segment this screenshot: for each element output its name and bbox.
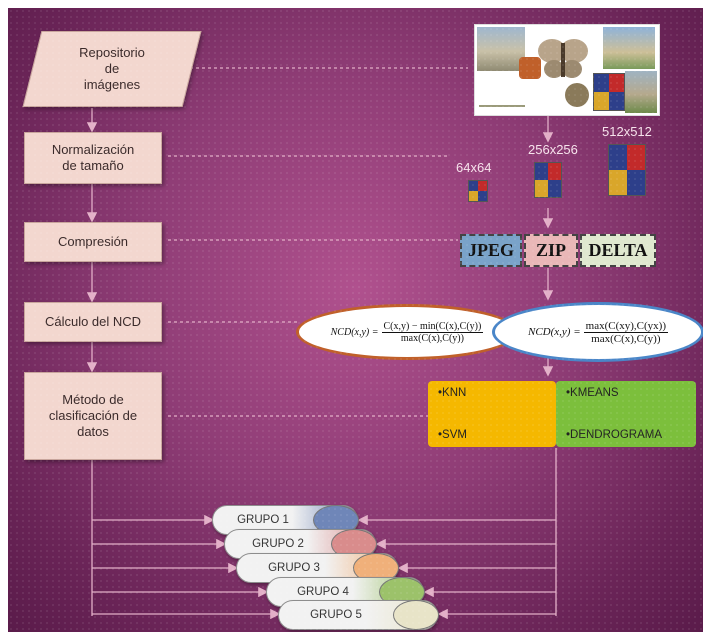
formula-1-denominator: max(C(x),C(y)): [400, 332, 464, 344]
formula-2-fraction: max(C(xy),C(yx)) max(C(x),C(y)): [583, 319, 668, 345]
step-normalization: Normalización de tamaño: [24, 132, 162, 184]
method-kmeans: •KMEANS: [566, 387, 619, 399]
step-ncd: Cálculo del NCD: [24, 302, 162, 342]
compressor-jpeg: JPEG: [460, 234, 522, 267]
compressor-zip: ZIP: [524, 234, 578, 267]
butterfly-image: [537, 37, 589, 81]
shield-512-image: [608, 144, 646, 196]
step-compression: Compresión: [24, 222, 162, 262]
shield-256-image: [534, 162, 562, 198]
step-classification: Método de clasificación de datos: [24, 372, 162, 460]
group-4-label: GRUPO 4: [297, 586, 349, 598]
image-repository-collage: [474, 24, 660, 116]
step-classification-line3: datos: [77, 424, 109, 440]
coat-of-arms-image: [593, 73, 625, 111]
formula-ellipse-2: NCD(x,y) = max(C(xy),C(yx)) max(C(x),C(y…: [492, 302, 703, 362]
formula-ellipse-1: NCD(x,y) = C(x,y) − min(C(x),C(y)) max(C…: [296, 304, 518, 360]
castle-photo: [477, 27, 525, 71]
group-3-label: GRUPO 3: [268, 562, 320, 574]
method-dendrograma: •DENDROGRAMA: [566, 429, 663, 441]
step-repository-line2: de: [104, 60, 120, 76]
unsupervised-methods-box: •KMEANS •DENDROGRAMA: [556, 381, 696, 447]
formula-2-lhs: NCD(x,y) =: [528, 326, 581, 338]
castle-photo: [603, 27, 655, 69]
fish-sketch: [479, 91, 525, 107]
step-classification-line2: clasificación de: [48, 407, 138, 423]
bird-image: [565, 83, 589, 107]
ornament-image: [519, 57, 541, 79]
group-5: GRUPO 5: [278, 600, 439, 630]
step-repository-line3: imágenes: [83, 77, 141, 93]
formula-2-denominator: max(C(x),C(y)): [591, 332, 661, 345]
group-5-label: GRUPO 5: [310, 609, 362, 621]
connector-lines: [86, 67, 557, 620]
size-label-small: 64x64: [456, 160, 492, 175]
step-normalization-line1: Normalización: [51, 141, 135, 157]
formula-1-fraction: C(x,y) − min(C(x),C(y)) max(C(x),C(y)): [381, 320, 484, 344]
compressor-delta: DELTA: [580, 234, 656, 267]
group-1-label: GRUPO 1: [237, 514, 289, 526]
shield-64-image: [468, 180, 488, 202]
group-5-cap: [393, 600, 439, 630]
method-knn: •KNN: [438, 387, 467, 399]
castle-photo: [625, 71, 657, 113]
size-label-medium: 256x256: [528, 142, 578, 157]
diagram-canvas: Repositorio de imágenes Normalización de…: [8, 8, 703, 632]
formula-1-numerator: C(x,y) − min(C(x),C(y)): [381, 320, 484, 333]
step-repository: Repositorio de imágenes: [22, 31, 202, 107]
method-svm: •SVM: [438, 429, 467, 441]
step-classification-line1: Método de: [62, 391, 124, 407]
step-normalization-line2: de tamaño: [62, 158, 124, 173]
formula-1-lhs: NCD(x,y) =: [330, 326, 379, 338]
step-repository-line1: Repositorio: [79, 44, 145, 60]
supervised-methods-box: •KNN •SVM: [428, 381, 556, 447]
group-2-label: GRUPO 2: [252, 538, 304, 550]
step-ncd-label: Cálculo del NCD: [44, 313, 142, 329]
size-label-large: 512x512: [602, 124, 652, 139]
step-compression-label: Compresión: [57, 233, 129, 249]
formula-2-numerator: max(C(xy),C(yx)): [583, 319, 668, 333]
